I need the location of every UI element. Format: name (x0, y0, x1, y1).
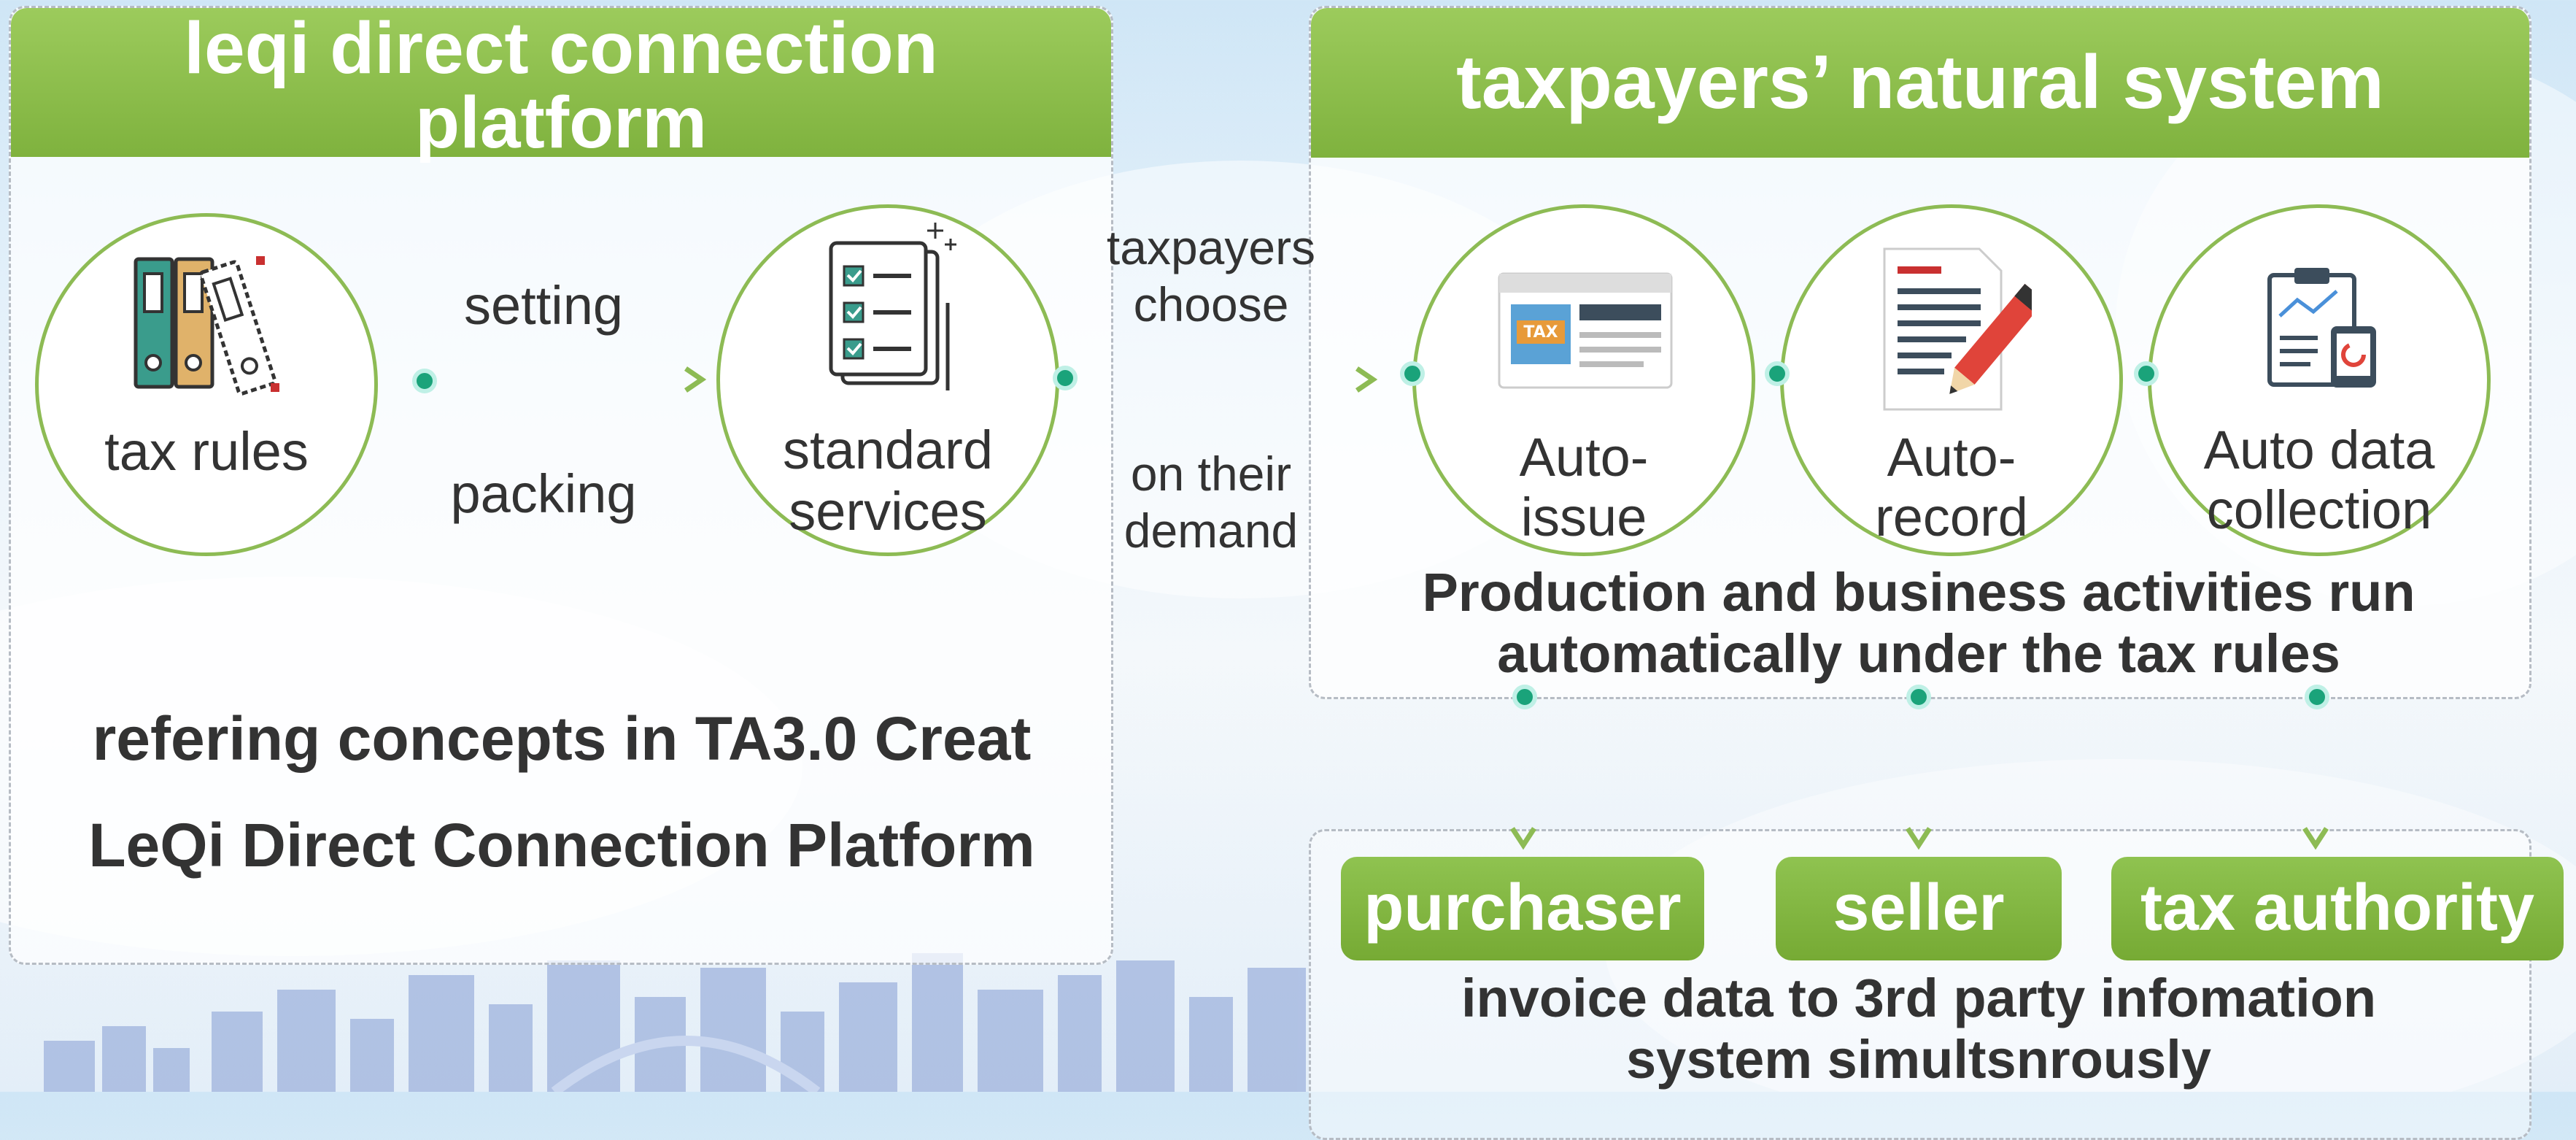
seller-badge: seller (1776, 857, 2062, 960)
auto-issue-node: TAX Auto- issue (1412, 204, 1755, 556)
standard-services-label-1: standard (783, 420, 993, 480)
concept-text-2: LeQi Direct Connection Platform (88, 811, 1035, 879)
production-text-1: Production and business activities run (1422, 562, 2416, 623)
packing-label: packing (450, 463, 637, 524)
left-panel-title-line1: leqi direct connection (184, 7, 938, 89)
right-panel-title: taxpayers’ natural system (1311, 8, 2529, 158)
binders-icon (134, 256, 279, 396)
on-their-demand-label-1: on their (1130, 447, 1292, 501)
tax-rules-label: tax rules (104, 421, 309, 482)
taxpayers-choose-label-1: taxpayers (1106, 220, 1316, 274)
invoice-window-icon: TAX (1498, 272, 1673, 389)
svg-text:TAX: TAX (1523, 323, 1558, 342)
taxpayers-choose-label-2: choose (1133, 277, 1289, 331)
auto-record-label-1: Auto- (1887, 427, 2016, 488)
document-pen-icon (1883, 247, 2032, 411)
production-text-2: automatically under the tax rules (1497, 623, 2340, 684)
standard-services-label-2: services (789, 481, 987, 542)
auto-issue-label-2: issue (1520, 487, 1647, 547)
purchaser-badge: purchaser (1341, 857, 1704, 960)
invoice-text-2: system simultsnrously (1626, 1029, 2211, 1090)
auto-record-label-2: record (1875, 487, 2028, 547)
auto-issue-label-1: Auto- (1519, 427, 1649, 488)
city-skyline (44, 953, 1306, 1092)
left-panel-header: leqi direct connection platform (11, 7, 1111, 163)
auto-record-node: Auto- record (1780, 204, 2123, 556)
tax-rules-node: tax rules (35, 213, 378, 556)
invoice-text-1: invoice data to 3rd party infomation (1461, 968, 2377, 1028)
auto-data-collection-node: Auto data collection (2148, 204, 2491, 556)
left-panel-title-line2: platform (415, 82, 707, 163)
setting-label: setting (463, 275, 624, 336)
clipboard-chart-icon (2267, 268, 2376, 388)
on-their-demand-label-2: demand (1123, 504, 1299, 558)
auto-data-label-1: Auto data (2203, 420, 2435, 480)
standard-services-node: standard services (716, 204, 1059, 556)
checklist-icon (829, 223, 956, 390)
concept-text-1: refering concepts in TA3.0 Creat (92, 704, 1032, 773)
tax-authority-badge: tax authority (2111, 857, 2564, 960)
auto-data-label-2: collection (2206, 480, 2432, 540)
